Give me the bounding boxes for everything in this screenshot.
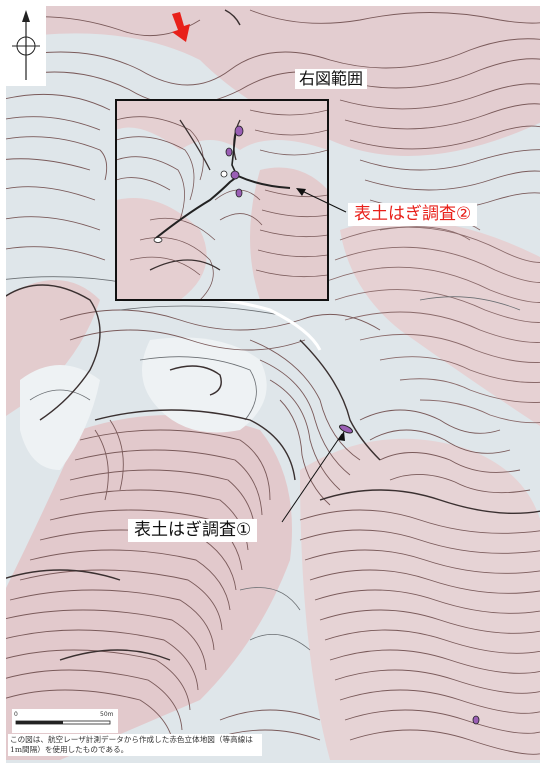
arrowhead-survey2 — [296, 188, 306, 196]
survey2-label: 表土はぎ調査② — [348, 203, 478, 226]
valley-floor — [20, 365, 100, 470]
map-note: この図は、航空レーザ計測データから作成した赤色立体地図（等高線は1m間隔）を使用… — [8, 734, 262, 756]
scale-bar-graphic — [12, 709, 118, 733]
pit-marker — [472, 715, 480, 725]
scale-end: 50m — [100, 711, 114, 718]
inset-area — [115, 99, 329, 301]
contour-group-southeast — [209, 509, 540, 755]
slope-shade — [6, 6, 540, 156]
north-arrow-icon — [6, 6, 46, 86]
valley-floor — [142, 337, 267, 433]
slope-shade — [300, 438, 540, 760]
scale-start: 0 — [14, 711, 18, 718]
slope-shade — [340, 220, 540, 427]
leader-line-survey2 — [299, 189, 347, 213]
red-direction-arrow-icon — [172, 12, 190, 42]
survey1-pit — [339, 424, 353, 434]
slope-shade — [6, 415, 292, 760]
survey2-trench — [155, 174, 291, 239]
contour-group-east — [329, 216, 540, 424]
leader-line-survey1 — [281, 433, 343, 523]
survey1-label: 表土はぎ調査① — [128, 519, 258, 542]
scale-bar: 0 50m — [12, 709, 118, 731]
index-contours — [6, 9, 540, 661]
inset-range-label: 右図範囲 — [295, 69, 368, 89]
contour-group-center — [59, 309, 531, 506]
inset-frame — [115, 99, 329, 301]
arrowhead-survey1 — [338, 431, 345, 441]
